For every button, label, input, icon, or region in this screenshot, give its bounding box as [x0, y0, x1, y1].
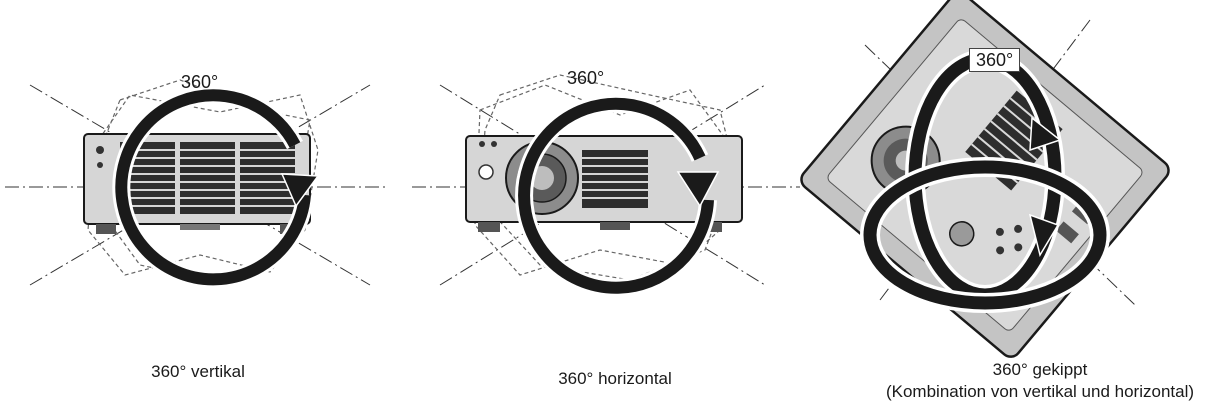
caption-horizontal-text: 360° horizontal	[558, 369, 672, 388]
angle-label-horizontal: 360°	[567, 68, 605, 88]
caption-vertical-text: 360° vertikal	[151, 362, 245, 381]
projector-icon	[83, 133, 311, 234]
caption-vertical: 360° vertikal	[98, 361, 298, 383]
caption-tilted: 360° gekippt (Kombination von vertikal u…	[865, 359, 1215, 403]
caption-horizontal: 360° horizontal	[500, 368, 730, 390]
rotation-arrow-icon	[112, 86, 320, 289]
angle-label-vertical: 360°	[181, 72, 219, 92]
rotation-arrow-icon	[515, 94, 720, 297]
caption-tilted-line1: 360° gekippt	[992, 360, 1088, 379]
angle-label-tilted: 360°	[969, 48, 1021, 72]
caption-tilted-line2: (Kombination von vertikal und horizontal…	[885, 382, 1195, 401]
